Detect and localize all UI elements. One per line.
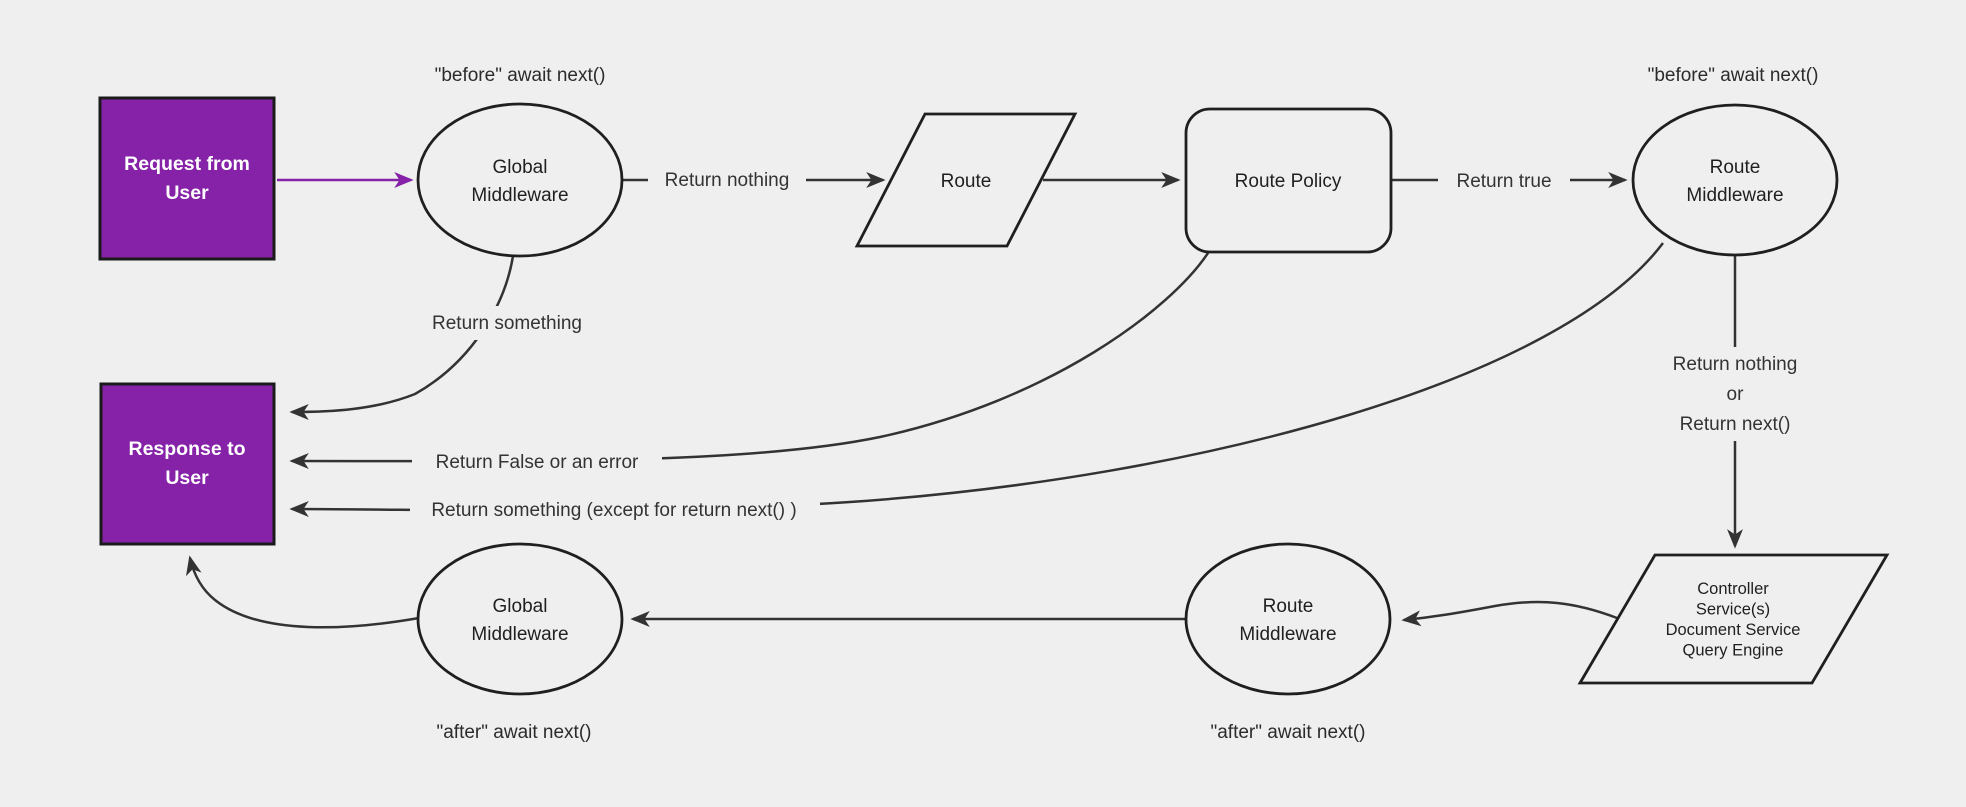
edge-label-mask xyxy=(414,306,600,340)
annotations: "before" await next() "before" await nex… xyxy=(435,65,1819,743)
route-middleware-bottom-label-line2: Middleware xyxy=(1239,624,1336,645)
node-global-middleware-top: Global Middleware xyxy=(416,102,624,258)
response-to-user-box xyxy=(99,382,276,546)
controller-label-line4: Query Engine xyxy=(1683,642,1784,660)
return-nothing-or-edge-label-line2: or xyxy=(1727,384,1745,405)
edge-label-masks xyxy=(410,163,1820,526)
node-route-policy: Route Policy xyxy=(1184,107,1393,254)
node-global-middleware-bottom: Global Middleware xyxy=(416,542,624,696)
response-to-user-label-line2: User xyxy=(165,467,209,489)
return-nothing-edge-label: Return nothing xyxy=(665,170,790,191)
before-await-next-left-annotation: "before" await next() xyxy=(435,65,606,86)
global-middleware-top-label-line1: Global xyxy=(493,157,548,178)
request-from-user-box xyxy=(98,96,276,261)
controller-label-line2: Service(s) xyxy=(1696,601,1770,619)
route-middleware-top-ellipse xyxy=(1631,103,1839,257)
return-something-except-edge-label: Return something (except for return next… xyxy=(431,500,796,521)
response-to-user-label-line1: Response to xyxy=(128,438,245,460)
route-parallelogram xyxy=(854,112,1078,248)
after-await-next-right-annotation: "after" await next() xyxy=(1211,722,1366,743)
global-middleware-top-ellipse xyxy=(416,102,624,258)
edge-controller-to-route-middleware-bottom xyxy=(1401,600,1618,627)
edge-label-mask xyxy=(648,163,806,195)
global-middleware-bottom-label-line2: Middleware xyxy=(471,624,568,645)
return-nothing-or-edge-label-line1: Return nothing xyxy=(1673,354,1798,375)
route-middleware-top-label-line2: Middleware xyxy=(1686,185,1783,206)
after-await-next-left-annotation: "after" await next() xyxy=(437,722,592,743)
route-label: Route xyxy=(941,171,992,192)
edge-labels: Return nothing Return true Return someth… xyxy=(431,170,1797,521)
return-something-edge-label: Return something xyxy=(432,313,582,334)
controller-parallelogram xyxy=(1577,553,1890,685)
edge-global-middleware-return-something-to-response xyxy=(289,255,515,420)
route-policy-box xyxy=(1184,107,1393,254)
node-request-from-user: Request from User xyxy=(98,96,276,261)
before-await-next-right-annotation: "before" await next() xyxy=(1648,65,1819,86)
request-from-user-label-line1: Request from xyxy=(124,153,250,175)
node-route-middleware-top: Route Middleware xyxy=(1631,103,1839,257)
route-middleware-bottom-ellipse xyxy=(1184,542,1392,696)
return-true-edge-label: Return true xyxy=(1456,171,1551,192)
edge-label-mask xyxy=(410,493,820,526)
route-middleware-top-label-line1: Route xyxy=(1710,157,1761,178)
edge-label-mask xyxy=(412,445,662,478)
global-middleware-bottom-ellipse xyxy=(416,542,624,696)
node-response-to-user: Response to User xyxy=(99,382,276,546)
return-nothing-or-edge-label-line3: Return next() xyxy=(1680,414,1791,435)
return-false-edge-label: Return False or an error xyxy=(436,452,639,473)
global-middleware-top-label-line2: Middleware xyxy=(471,185,568,206)
route-policy-label: Route Policy xyxy=(1235,171,1342,192)
route-middleware-bottom-label-line1: Route xyxy=(1263,596,1314,617)
global-middleware-bottom-label-line1: Global xyxy=(493,596,548,617)
node-route-middleware-bottom: Route Middleware xyxy=(1184,542,1392,696)
node-route: Route xyxy=(854,112,1078,248)
edge-global-middleware-bottom-to-response xyxy=(186,555,420,629)
controller-label-line3: Document Service xyxy=(1666,621,1801,639)
controller-label-line1: Controller xyxy=(1697,580,1769,598)
edge-label-mask xyxy=(1438,164,1570,196)
request-from-user-label-line2: User xyxy=(165,182,209,204)
node-controller-services: Controller Service(s) Document Service Q… xyxy=(1577,553,1890,685)
edge-label-mask xyxy=(1650,347,1820,441)
